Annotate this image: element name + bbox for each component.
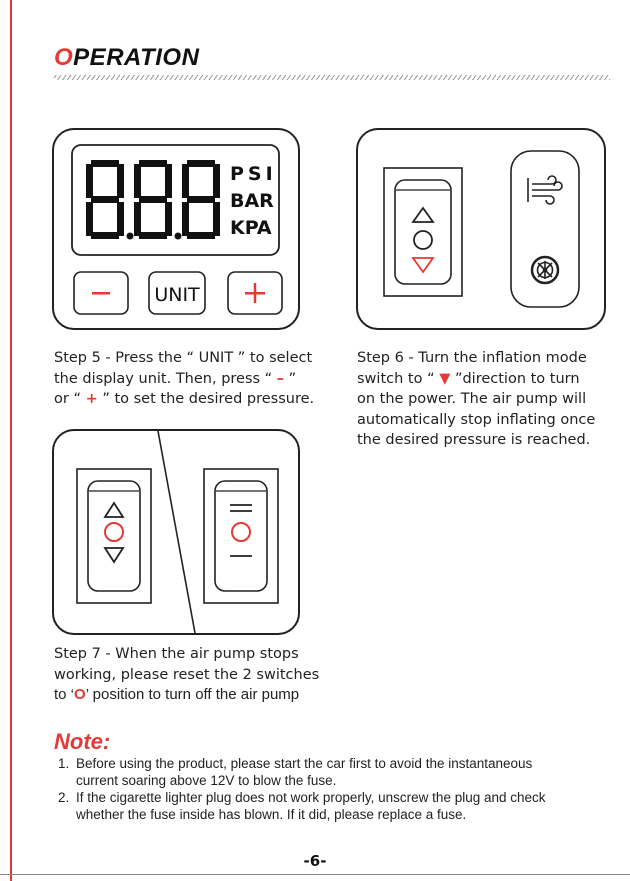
seven-segment-display xyxy=(86,160,220,240)
step-6-line-2: switch to “ ▼ ”direction to turn xyxy=(357,370,580,387)
inflation-switch-illustration xyxy=(356,128,606,330)
page-number: -6- xyxy=(303,852,327,870)
minus-icon xyxy=(92,292,110,295)
note-list: 1. Before using the product, please star… xyxy=(58,756,546,824)
step-7-line-2: working, please reset the 2 switches xyxy=(54,666,320,683)
display-panel-svg: PSI BAR KPA UNIT xyxy=(71,144,283,315)
plus-icon xyxy=(245,283,265,303)
note-item: 2. If the cigarette lighter plug does no… xyxy=(58,790,546,822)
step-7-line-3: to ‘O’ position to turn off the air pump xyxy=(54,686,300,703)
unit-button-drawing xyxy=(148,271,206,315)
inflation-switch-svg xyxy=(383,150,580,308)
down-triangle-icon: ▼ xyxy=(439,370,451,387)
reset-switches-illustration xyxy=(52,429,300,635)
step-5-line-2: the display unit. Then, press “ – ” xyxy=(54,370,297,387)
note-heading: Note: xyxy=(54,729,111,754)
unit-button-label: UNIT xyxy=(154,284,200,306)
bottom-rule xyxy=(0,874,630,875)
title-divider xyxy=(54,75,610,80)
power-switch-icon xyxy=(230,504,252,557)
reset-switches-svg xyxy=(76,430,279,634)
step-6-line-4: automatically stop inflating once xyxy=(357,411,596,428)
step-6-line-1: Step 6 - Turn the inflation mode xyxy=(357,350,587,366)
page-title: OPERATION xyxy=(54,44,200,71)
step-7-text: Step 7 - When the air pump stops working… xyxy=(54,644,319,706)
note-item: 1. Before using the product, please star… xyxy=(58,756,533,788)
air-flow-icon xyxy=(527,175,563,205)
wheel-icon xyxy=(530,255,560,285)
plus-symbol: + xyxy=(85,391,98,407)
mode-switch-icon xyxy=(103,501,125,564)
step-6-line-5: the desired pressure is reached. xyxy=(357,432,591,448)
unit-label-psi: PSI xyxy=(230,163,277,185)
page-edge-line xyxy=(10,0,12,881)
step-5-line-3: or “ + ” to set the desired pressure. xyxy=(54,391,315,407)
minus-symbol: – xyxy=(276,370,285,387)
mode-switch-icon xyxy=(411,206,435,274)
step-5-line-1: Step 5 - Press the “ UNIT ” to select xyxy=(54,350,313,366)
step-6-text: Step 6 - Turn the inflation mode switch … xyxy=(357,348,595,451)
unit-label-bar: BAR xyxy=(230,190,274,212)
unit-label-kpa: KPA xyxy=(230,217,272,239)
step-7-line-1: Step 7 - When the air pump stops xyxy=(54,646,299,662)
step-5-text: Step 5 - Press the “ UNIT ” to select th… xyxy=(54,348,314,410)
display-panel-illustration: PSI BAR KPA UNIT xyxy=(52,128,300,330)
step-6-line-3: on the power. The air pump will xyxy=(357,391,587,407)
off-circle-icon: O xyxy=(74,686,86,703)
